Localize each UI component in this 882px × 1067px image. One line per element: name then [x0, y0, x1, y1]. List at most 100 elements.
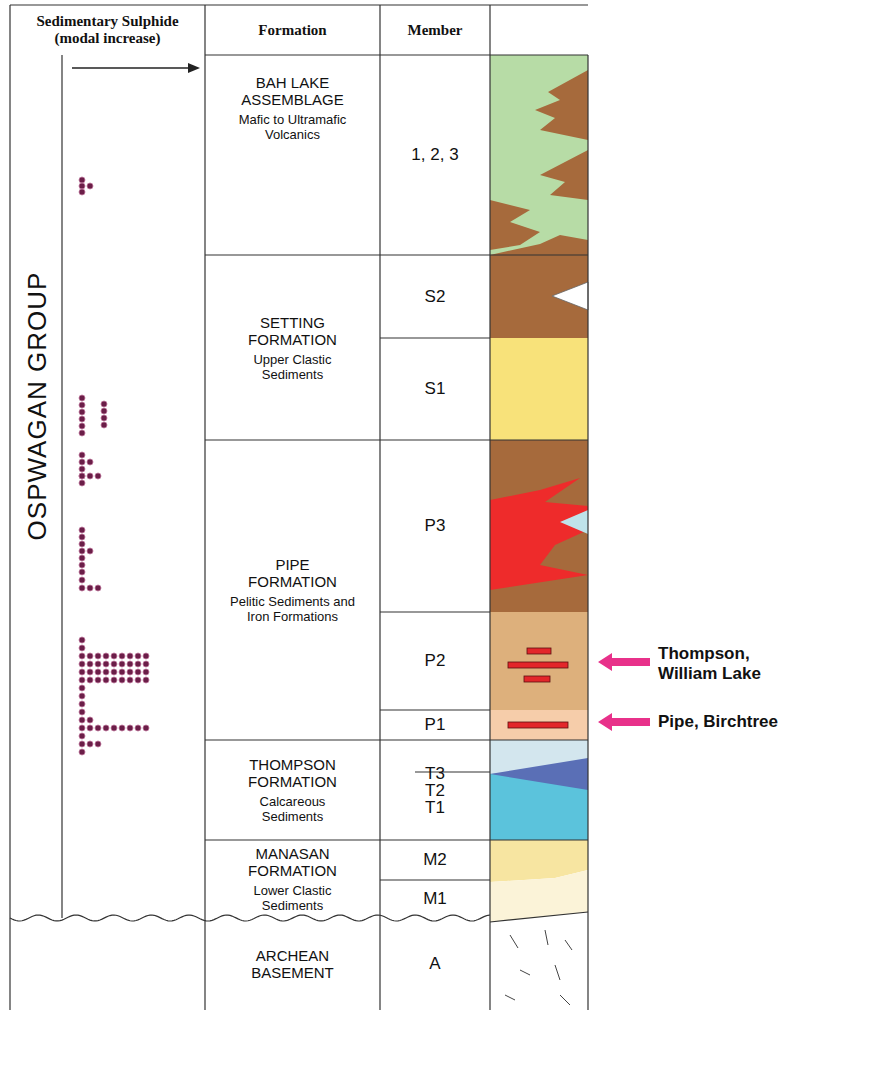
sulphide-dot	[79, 527, 85, 533]
sulphide-dot	[135, 677, 141, 683]
sulphide-dot	[79, 416, 85, 422]
formation-cell: PIPE FORMATIONPelitic Sediments and Iron…	[206, 441, 379, 739]
mine-label: Pipe, Birchtree	[658, 712, 858, 732]
cell-text: P2	[425, 651, 446, 671]
sulphide-dot	[103, 653, 109, 659]
sulphide-dot	[111, 669, 117, 675]
sulphide-dot	[79, 669, 85, 675]
iron-formation-bar	[508, 722, 568, 728]
sulphide-dot	[95, 473, 101, 479]
cell-text: THOMPSON FORMATION	[230, 756, 355, 790]
sulphide-dot	[95, 677, 101, 683]
sulphide-dot	[79, 534, 85, 540]
sulphide-dot	[79, 709, 85, 715]
cell-text: ARCHEAN BASEMENT	[230, 947, 355, 981]
grid-line	[587, 55, 588, 1010]
cell-text: Calcareous Sediments	[230, 794, 355, 824]
grid-line	[490, 912, 588, 922]
basement-tick	[560, 995, 570, 1005]
formation-cell: BAH LAKE ASSEMBLAGEMafic to Ultramafic V…	[206, 56, 379, 254]
sulphide-dot	[101, 422, 107, 428]
member-cell: S2	[381, 256, 489, 337]
sulphide-dot	[95, 741, 101, 747]
sulphide-dot	[79, 653, 85, 659]
sulphide-dot	[79, 685, 85, 691]
grid-line	[205, 54, 588, 55]
unconformity-line	[10, 915, 490, 921]
cell-text: MANASAN FORMATION	[230, 845, 355, 879]
cell-text: T2	[425, 782, 445, 799]
litho-shape	[490, 440, 588, 612]
sulphide-dot	[79, 402, 85, 408]
sulphide-dot	[127, 669, 133, 675]
sulphide-dot	[95, 661, 101, 667]
cell-text: Sedimentary Sulphide (modal increase)	[33, 13, 183, 47]
sulphide-dot	[111, 653, 117, 659]
sulphide-dot	[79, 645, 85, 651]
sulphide-dot	[103, 677, 109, 683]
formation-cell: THOMPSON FORMATION Calcareous Sediments	[206, 741, 379, 839]
formation-cell: SETTING FORMATIONUpper Clastic Sediments	[206, 256, 379, 439]
cell-text: S1	[425, 379, 446, 399]
cell-text: Upper Clastic Sediments	[230, 352, 355, 382]
sulphide-dot	[87, 183, 93, 189]
increase-arrow	[72, 67, 192, 69]
grid-line	[205, 739, 588, 740]
sulphide-dot	[95, 669, 101, 675]
sulphide-dot	[87, 585, 93, 591]
sulphide-dot	[111, 661, 117, 667]
header-cell: Formation	[206, 6, 379, 54]
sulphide-dot	[79, 459, 85, 465]
sulphide-dot	[87, 669, 93, 675]
litho-shape	[490, 255, 588, 338]
iron-formation-bar	[508, 662, 568, 668]
sulphide-dot	[79, 569, 85, 575]
sulphide-dot	[101, 408, 107, 414]
cell-text: Member	[408, 22, 463, 39]
member-cell: P2	[381, 613, 489, 709]
sulphide-dot	[79, 177, 85, 183]
sulphide-dot	[79, 189, 85, 195]
sulphide-dot	[79, 637, 85, 643]
sulphide-dot	[119, 661, 125, 667]
member-cell: P3	[381, 441, 489, 611]
litho-shape	[490, 55, 588, 255]
sulphide-dot	[87, 653, 93, 659]
sulphide-dot	[79, 733, 85, 739]
formation-cell: ARCHEAN BASEMENT	[206, 919, 379, 1009]
litho-shape	[552, 282, 588, 310]
grid-line	[380, 611, 490, 612]
arrows	[72, 63, 650, 731]
grid-line	[204, 5, 205, 1010]
litho-shape	[490, 740, 588, 840]
grid-line	[489, 5, 490, 1010]
sulphide-dot	[111, 677, 117, 683]
sulphide-dot	[95, 653, 101, 659]
grid-line	[380, 879, 490, 880]
sulphide-dot	[135, 653, 141, 659]
basement-tick	[555, 965, 560, 980]
sulphide-dot	[79, 452, 85, 458]
litho-shape	[560, 510, 588, 534]
sulphide-dot	[143, 653, 149, 659]
lithology-column	[490, 55, 588, 1005]
member-cell: S1	[381, 339, 489, 439]
cell-text: Mafic to Ultramafic Volcanics	[230, 112, 355, 142]
cell-text: P1	[425, 715, 446, 735]
sulphide-dot	[87, 473, 93, 479]
sulphide-dot	[95, 725, 101, 731]
grid-line	[205, 254, 588, 255]
sulphide-dot	[87, 741, 93, 747]
cell-text: S2	[425, 287, 446, 307]
member-cell: T3T2T1	[381, 741, 489, 839]
sulphide-dot	[79, 677, 85, 683]
sulphide-dot	[79, 577, 85, 583]
sulphide-dot	[87, 717, 93, 723]
litho-shape	[540, 150, 588, 200]
sulphide-dot	[79, 183, 85, 189]
cell-text: T3	[425, 765, 445, 782]
litho-shape	[490, 338, 588, 440]
sulphide-dot	[87, 459, 93, 465]
member-cell: A	[381, 919, 489, 1009]
sulphide-dot	[101, 401, 107, 407]
